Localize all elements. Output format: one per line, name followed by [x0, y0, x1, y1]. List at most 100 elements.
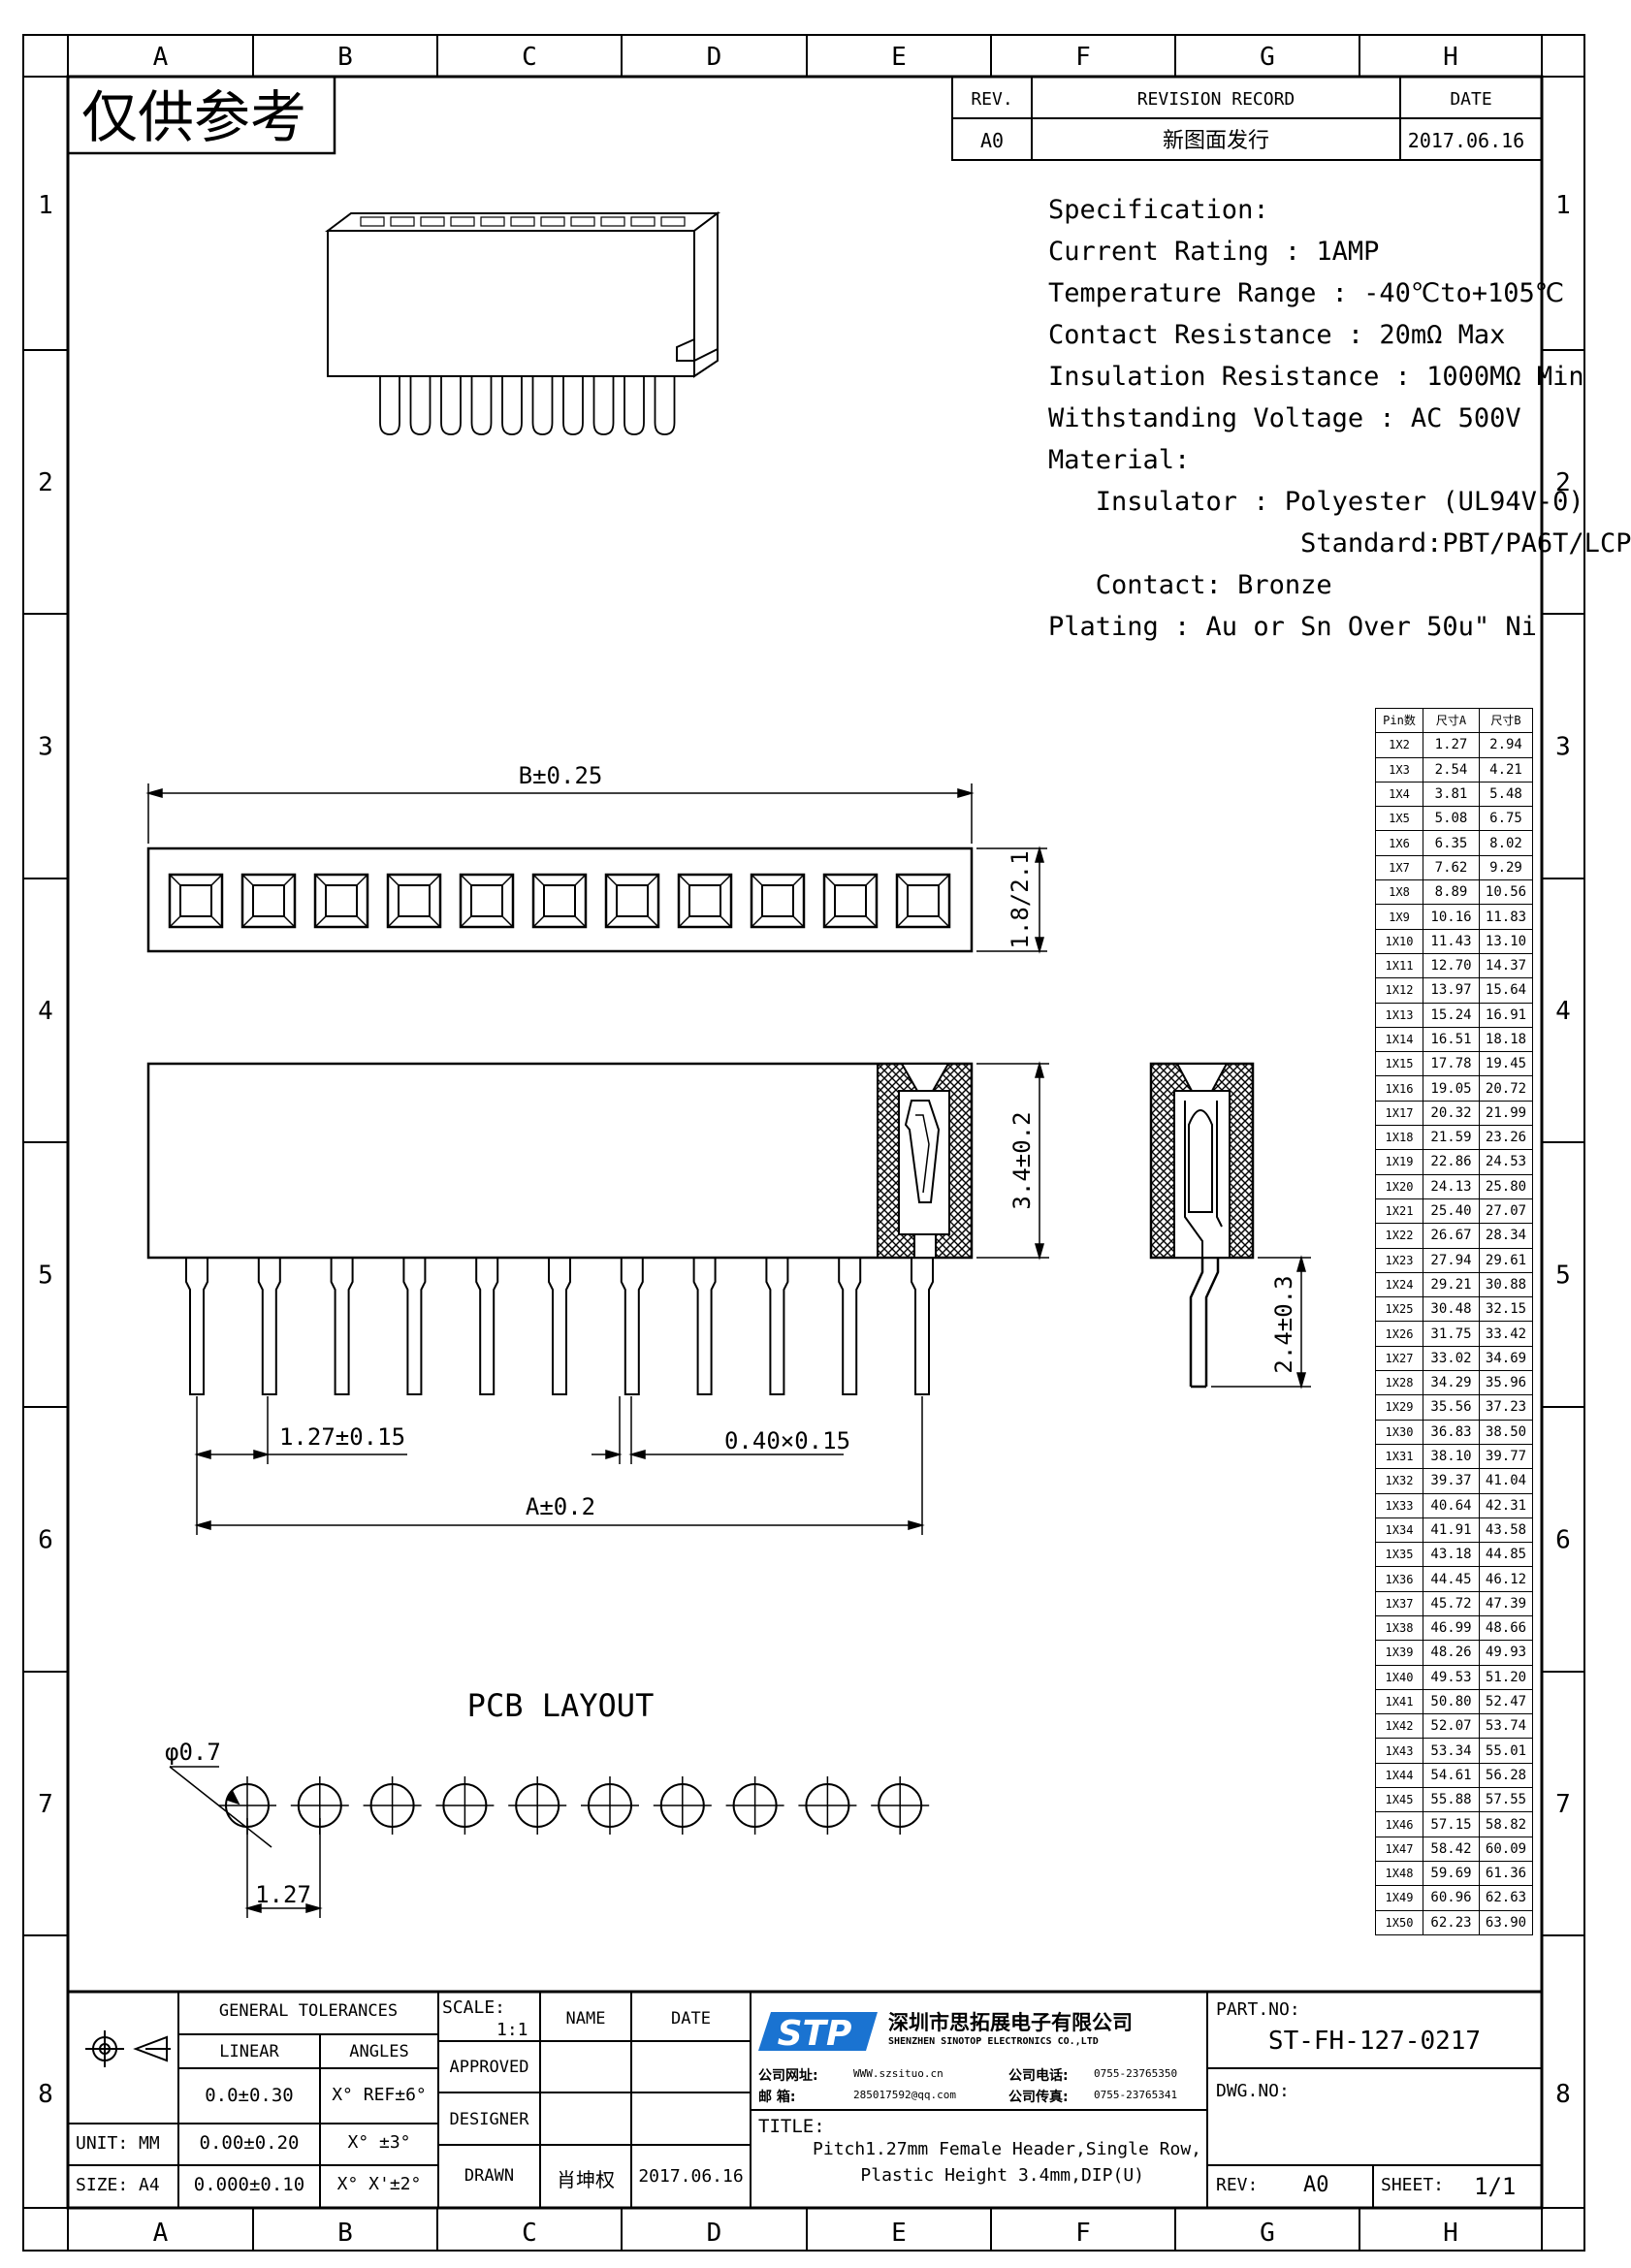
top-slot-inner [543, 884, 576, 917]
contact-fax: 0755-23765341 [1094, 2089, 1178, 2101]
column-label-top: D [707, 43, 722, 72]
pin-table-cell: 3.81 [1423, 781, 1480, 808]
pin-table-cell: 31.75 [1423, 1321, 1480, 1347]
contact-tel-label: 公司电话: [1008, 2068, 1069, 2084]
pin-table-cell: 1X8 [1375, 879, 1423, 906]
pin-table-cell: 38.50 [1479, 1419, 1533, 1445]
pin-table-cell: 27.07 [1479, 1198, 1533, 1225]
side-view-dimensions [1211, 1255, 1311, 1390]
pcb-hole-center [725, 1776, 784, 1835]
pin-table-cell: 1X48 [1375, 1860, 1423, 1887]
pin-table-cell: 7.62 [1423, 854, 1480, 881]
pin-table-cell: 30.88 [1479, 1271, 1533, 1298]
front-view-dimensions [194, 1061, 1049, 1535]
iso-pin [470, 376, 493, 435]
approved-label: APPROVED [449, 2058, 529, 2077]
pin-table-cell: 25.40 [1423, 1198, 1480, 1225]
row-label-right: 8 [1555, 2080, 1571, 2109]
spec-line: Material: [1048, 445, 1191, 475]
pin-table-cell: 55.88 [1423, 1787, 1480, 1813]
pin-table-cell: 1X36 [1375, 1566, 1423, 1592]
dwg-no-label: DWG.NO: [1216, 2081, 1290, 2101]
pin-table-cell: 1X38 [1375, 1614, 1423, 1642]
top-slot [168, 873, 224, 929]
front-pin [911, 1258, 934, 1395]
top-slot [459, 873, 515, 929]
company-logo: STP [758, 2012, 878, 2054]
pin-table-cell: 58.42 [1423, 1836, 1480, 1862]
top-slot [313, 873, 369, 929]
pin-table-cell: 10.56 [1479, 879, 1533, 906]
dim-pitch: 1.27±0.15 [279, 1423, 405, 1451]
pin-table-cell: 1X39 [1375, 1640, 1423, 1666]
pin-table-cell: 1X31 [1375, 1443, 1423, 1470]
pcb-hole-center [871, 1776, 930, 1835]
pin-table-cell: 52.07 [1423, 1713, 1480, 1740]
iso-pin [654, 376, 676, 435]
pin-table-cell: 1X28 [1375, 1370, 1423, 1396]
pin-table-cell: 1X5 [1375, 806, 1423, 832]
iso-slot [600, 216, 625, 227]
iso-slot [660, 216, 686, 227]
pin-table-cell: 39.37 [1423, 1468, 1480, 1494]
pin-table-cell: 50.80 [1423, 1688, 1480, 1715]
pin-table-cell: 1X4 [1375, 781, 1423, 808]
pin-table-cell: 49.53 [1423, 1664, 1480, 1690]
pin-table-cell: 41.91 [1423, 1517, 1480, 1544]
pin-table-cell: 17.78 [1423, 1051, 1480, 1077]
pin-table-cell: 1X18 [1375, 1125, 1423, 1151]
pin-table-cell: 1X16 [1375, 1075, 1423, 1102]
pcb-hole-center [581, 1776, 639, 1835]
stamp-box [66, 75, 336, 155]
pin-table-cell: 1X15 [1375, 1051, 1423, 1077]
iso-pin [562, 376, 584, 435]
contact-tel: 0755-23765350 [1094, 2067, 1178, 2080]
pin-table-cell: 33.02 [1423, 1345, 1480, 1372]
row-label-left: 5 [38, 1262, 53, 1291]
name-header: NAME [565, 2009, 606, 2028]
pin-table-cell: 46.12 [1479, 1566, 1533, 1592]
top-slot-chamfer [314, 874, 368, 928]
pin-table-cell: 1X35 [1375, 1542, 1423, 1568]
top-slot-inner [325, 884, 358, 917]
pin-table-cell: 4.21 [1479, 756, 1533, 783]
row-label-left: 2 [38, 468, 53, 497]
pin-table-cell: 1X14 [1375, 1026, 1423, 1053]
front-pin [475, 1258, 499, 1395]
top-slot-chamfer [823, 874, 878, 928]
top-slot-chamfer [678, 874, 732, 928]
spec-line: Contact: Bronze [1048, 570, 1332, 600]
pin-table-cell: 51.20 [1479, 1664, 1533, 1690]
pin-table-cell: 53.74 [1479, 1713, 1533, 1740]
pin-table-cell: 20.32 [1423, 1100, 1480, 1127]
column-label-bottom: C [522, 2219, 537, 2248]
logo-text: STP [778, 2014, 852, 2054]
front-pin [838, 1258, 862, 1395]
pin-table-cell: 6.75 [1479, 806, 1533, 832]
spec-line: Specification: [1048, 195, 1269, 225]
pin-table-cell: 36.83 [1423, 1419, 1480, 1445]
top-slot-inner [398, 884, 431, 917]
tol-angle-1: X° REF±6° [332, 2085, 427, 2105]
pin-table-cell: 59.69 [1423, 1860, 1480, 1887]
